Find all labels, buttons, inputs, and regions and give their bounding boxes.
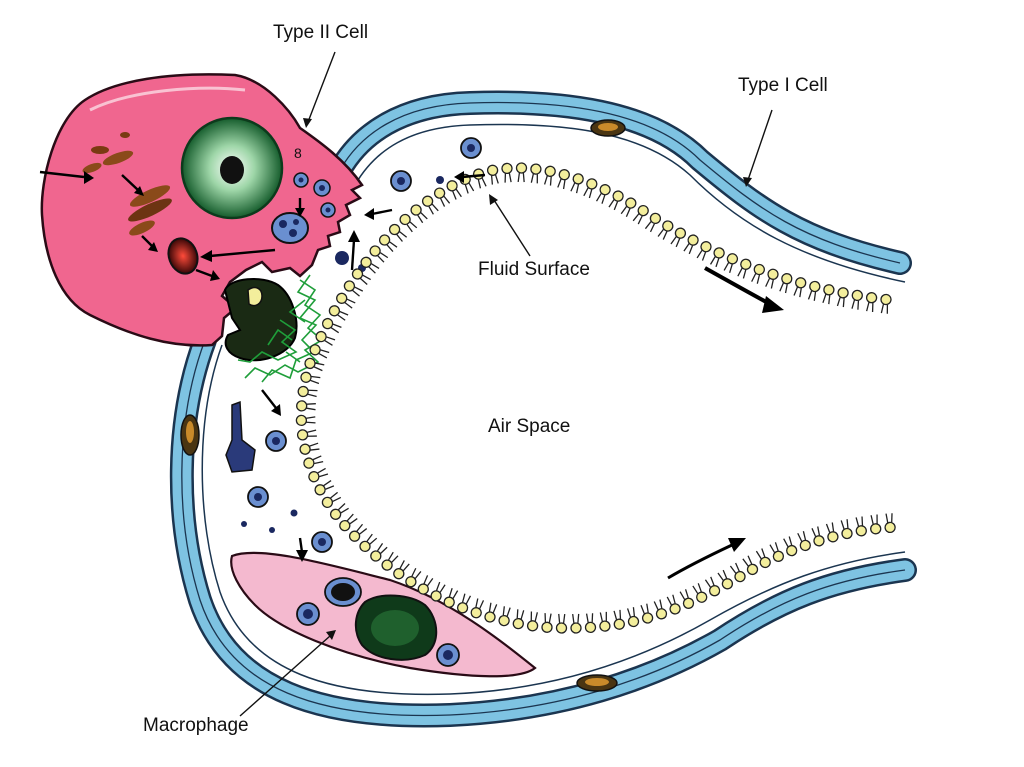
surfactant-molecule: [651, 598, 669, 621]
surfactant-molecule: [694, 239, 714, 263]
surfactant-molecule: [528, 162, 543, 185]
surfactant-molecule: [471, 167, 489, 190]
surfactant-molecule: [708, 245, 727, 269]
surfactant-molecule: [809, 525, 826, 548]
label-macrophage: Macrophage: [143, 715, 249, 736]
lamellar-body-secretion: [223, 278, 298, 362]
surfactant-molecule: [511, 608, 527, 631]
type2-cell: 8: [40, 73, 364, 347]
surfactant-molecule: [568, 171, 586, 195]
surfactant-molecule: [295, 414, 317, 427]
leader-lines: [239, 51, 773, 717]
surfactant-molecule: [515, 162, 528, 183]
surfactant-molecule: [483, 601, 500, 624]
surfactant-molecule: [441, 586, 461, 610]
label-air-space: Air Space: [488, 416, 571, 437]
surfactant-molecule: [570, 613, 582, 634]
surfactant-molecule: [805, 279, 822, 302]
surfactant-molecule: [690, 581, 710, 605]
surfactant-molecule: [791, 275, 808, 299]
surfactant-molecule: [823, 521, 840, 544]
surfactant-molecule: [664, 593, 683, 617]
surfactant-molecule: [795, 529, 813, 553]
surfactant-molecule: [428, 580, 448, 604]
surfactant-molecule: [295, 399, 317, 413]
surfactant-molecule: [346, 522, 369, 544]
surfactant-molecule: [594, 182, 613, 206]
process-arrows: [39, 170, 784, 580]
label-type2-cell: Type II Cell: [273, 22, 369, 43]
surfactant-molecule: [763, 267, 780, 290]
surfactant-molecule: [781, 535, 799, 558]
surfactant-molecule: [777, 271, 794, 295]
surfactant-molecule: [296, 427, 318, 442]
surfactant-molecule: [500, 162, 514, 184]
surfactant-molecule: [638, 602, 655, 625]
surfactant-molecule: [301, 453, 325, 471]
surfactant-molecule: [868, 513, 882, 535]
surfactant-molecule: [526, 610, 540, 633]
hypophase-vesicles: [225, 137, 482, 553]
surfactant-molecule: [307, 342, 331, 361]
surfactant-molecule: [735, 257, 753, 280]
tubular-myelin: [237, 274, 324, 383]
surfactant-molecule: [838, 518, 854, 541]
label-fluid-surface: Fluid Surface: [478, 259, 590, 280]
surfactant-molecule: [834, 286, 850, 309]
surfactant-molecule: [624, 606, 641, 629]
surfactant-molecule: [455, 592, 473, 615]
surfactant-molecule: [611, 608, 626, 631]
surfactant-molecule: [677, 587, 696, 611]
macrophage-cell: [230, 551, 537, 678]
surfactant-molecule: [541, 164, 557, 187]
surfactant-molecule: [357, 532, 379, 555]
surfactant-molecule: [296, 385, 319, 400]
surfactant-molecule: [583, 612, 597, 634]
type1-cell-wall: [169, 90, 917, 728]
surfactant-molecule: [298, 440, 321, 456]
surfactant-molecule: [313, 329, 337, 348]
surfactant-molecule: [306, 465, 330, 484]
surfactant-molecule: [820, 283, 836, 306]
surfactant-molecule: [386, 221, 409, 244]
surfactant-molecule: [486, 163, 501, 186]
type1-nuclei: [180, 119, 626, 692]
surfactant-molecule: [469, 597, 487, 620]
surfactant-molecule: [883, 512, 897, 534]
svg-text:8: 8: [294, 145, 302, 161]
surfactant-molecule: [497, 605, 513, 628]
surfactant-molecule: [864, 291, 878, 313]
surfactant-molecule: [753, 546, 773, 570]
surfactant-molecule: [555, 613, 568, 634]
surfactant-molecule: [581, 176, 599, 200]
surfactant-molecule: [597, 610, 612, 633]
label-type1-cell: Type I Cell: [738, 75, 828, 96]
surfactant-molecule: [749, 262, 767, 286]
surfactant-molecule: [767, 540, 786, 564]
surfactant-molecule: [853, 515, 868, 538]
surfactant-molecule: [299, 370, 322, 387]
surfactant-molecule: [878, 293, 893, 315]
surfactant-molecule: [555, 167, 572, 191]
surfactant-molecule: [540, 612, 554, 634]
surfactant-molecule: [721, 251, 740, 275]
surfactant-molecule: [849, 288, 864, 311]
